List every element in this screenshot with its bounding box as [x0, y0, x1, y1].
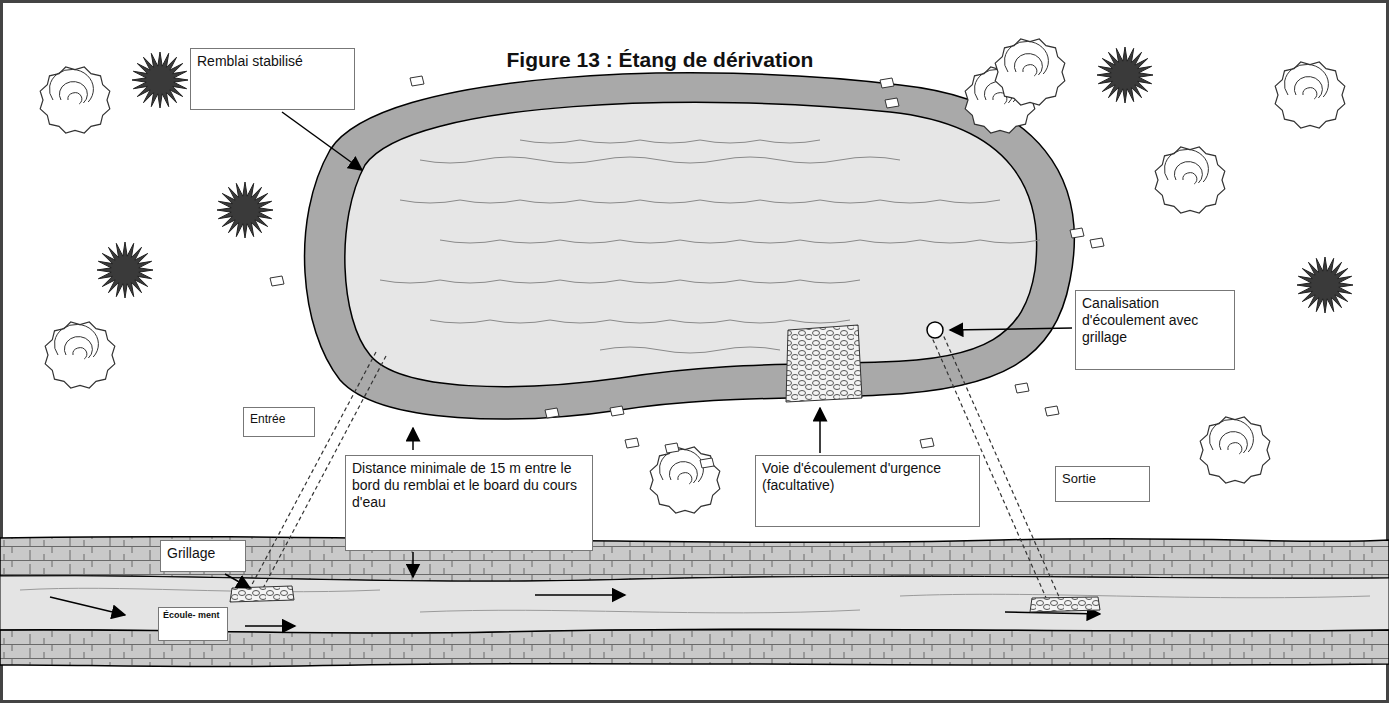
pebble	[270, 276, 284, 286]
callout-box: Grillage	[160, 540, 246, 572]
callout-text: Remblai stabilisé	[197, 53, 348, 70]
pebble	[610, 406, 624, 416]
callout-text: Sortie	[1062, 471, 1143, 487]
pebble	[1090, 238, 1104, 248]
pebble	[545, 408, 559, 418]
callout-box: Remblai stabilisé	[190, 48, 355, 110]
spiky-shrub	[217, 182, 273, 238]
ripple	[520, 140, 820, 143]
pebble	[1015, 383, 1029, 393]
callout-text: Écoule- ment	[163, 610, 223, 621]
shrub	[650, 447, 720, 513]
pebble	[1045, 406, 1059, 416]
spiky-shrub	[97, 242, 153, 298]
shrub	[45, 322, 115, 388]
shrub	[1275, 62, 1345, 128]
ripple	[600, 347, 780, 353]
ripple	[440, 240, 1040, 243]
callout-text: Distance minimale de 15 m entre le bord …	[352, 460, 586, 510]
callout-box: Sortie	[1055, 466, 1150, 502]
spiky-shrub	[1097, 47, 1153, 103]
callout-text: Grillage	[167, 545, 239, 562]
pebble	[665, 443, 679, 453]
pebble	[410, 76, 424, 86]
callout-text: Entrée	[250, 412, 308, 426]
shrub	[995, 39, 1065, 105]
shrub	[40, 67, 110, 133]
pebble	[1070, 228, 1084, 238]
pebble	[885, 98, 899, 108]
spiky-shrub	[132, 52, 188, 108]
figure-title: Figure 13 : Étang de dérivation	[507, 48, 814, 72]
pebble	[880, 78, 894, 88]
callout-box: Entrée	[243, 407, 315, 437]
callout-box: Voie d'écoulement d'urgence (facultative…	[755, 455, 980, 527]
pebble	[625, 438, 639, 448]
callout-text: Voie d'écoulement d'urgence (facultative…	[762, 460, 973, 494]
shrub	[1200, 417, 1270, 483]
ripple	[380, 280, 860, 283]
ripple	[400, 200, 1000, 203]
callout-text: Canalisation d'écoulement avec grillage	[1082, 295, 1228, 345]
ripple	[430, 320, 850, 323]
ripple	[420, 157, 900, 163]
callout-box: Canalisation d'écoulement avec grillage	[1075, 290, 1235, 370]
shrub	[1155, 147, 1225, 213]
pebble	[700, 458, 714, 468]
callout-box: Écoule- ment	[158, 607, 228, 641]
pebble	[920, 438, 934, 448]
callout-box: Distance minimale de 15 m entre le bord …	[345, 455, 593, 551]
spiky-shrub	[1297, 257, 1353, 313]
